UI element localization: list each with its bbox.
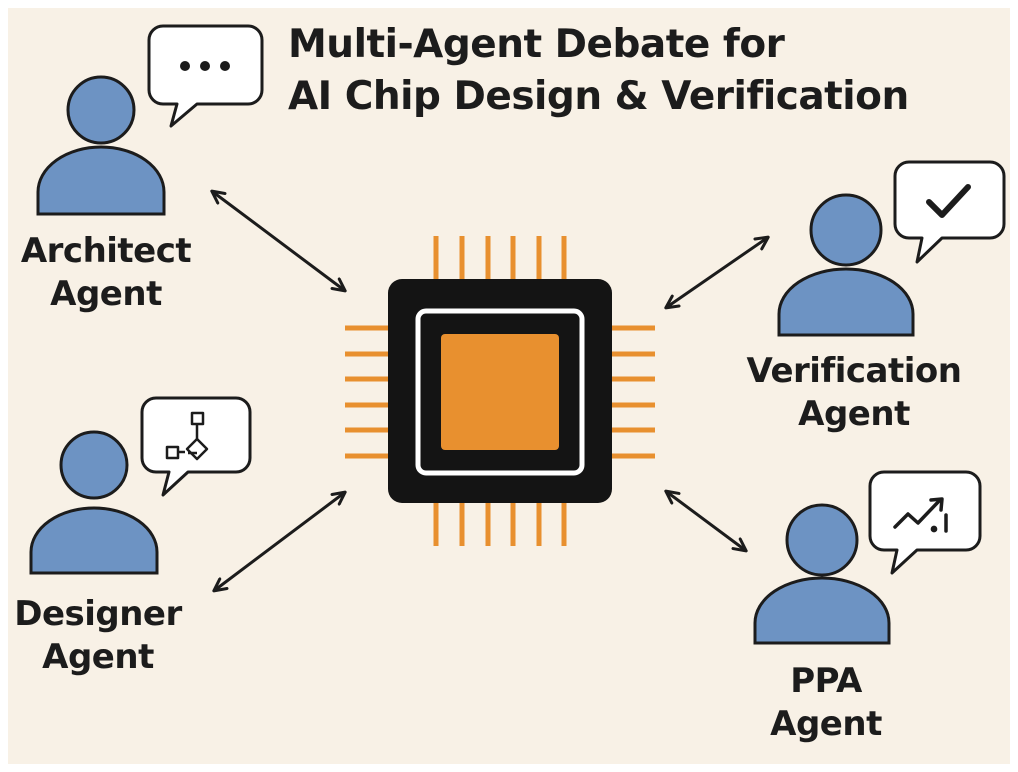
arrow-ppa-chip xyxy=(664,489,748,553)
verification-speech-bubble xyxy=(893,160,1006,264)
diagram-title-line-2: AI Chip Design & Verification xyxy=(288,74,909,119)
ppa-label-line-2: Agent xyxy=(770,704,882,744)
checkmark-icon xyxy=(926,184,971,218)
designer-person-icon xyxy=(29,430,159,575)
designer-speech-bubble xyxy=(140,396,252,497)
ppa-person-icon xyxy=(753,503,891,645)
verification-person-icon xyxy=(777,193,915,337)
designer-label-line-2: Agent xyxy=(42,637,154,677)
architect-label-line-2: Agent xyxy=(50,274,162,314)
trend-chart-icon xyxy=(893,497,948,533)
architect-person-icon xyxy=(36,75,166,216)
ppa-label-line-1: PPA xyxy=(790,661,862,701)
verification-label-line-1: Verification xyxy=(746,351,962,391)
verification-label-line-2: Agent xyxy=(798,394,910,434)
chip-core xyxy=(441,334,559,450)
verification-agent xyxy=(777,160,1006,337)
arrow-verification-chip xyxy=(664,235,770,310)
diagram-title-line-1: Multi-Agent Debate for xyxy=(288,22,785,67)
designer-agent-label: Designer Agent xyxy=(0,593,196,679)
ppa-agent-label: PPA Agent xyxy=(738,660,914,746)
ai-chip-icon xyxy=(345,236,655,546)
architect-speech-bubble xyxy=(147,24,264,128)
arrow-architect-chip xyxy=(210,189,347,293)
designer-agent xyxy=(29,396,252,575)
flowchart-icon xyxy=(165,411,209,461)
arrow-designer-chip xyxy=(212,490,347,593)
designer-label-line-1: Designer xyxy=(14,594,182,634)
architect-agent-label: Architect Agent xyxy=(0,230,212,316)
ppa-agent xyxy=(753,470,982,645)
chip-pins xyxy=(345,236,655,546)
ppa-speech-bubble xyxy=(868,470,982,575)
architect-label-line-1: Architect xyxy=(20,231,192,271)
architect-agent xyxy=(36,24,264,216)
verification-agent-label: Verification Agent xyxy=(728,350,980,436)
connection-arrows xyxy=(210,189,770,593)
ellipsis-icon xyxy=(180,61,230,71)
